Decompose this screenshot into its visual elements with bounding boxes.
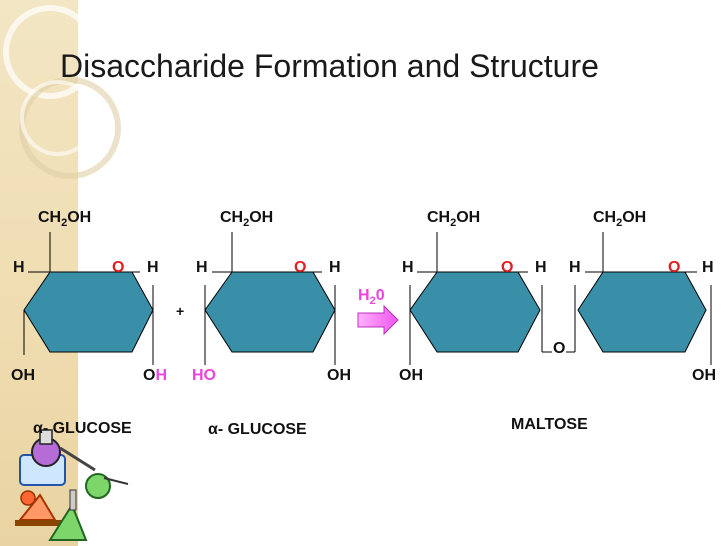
decorative-ring	[3, 5, 97, 99]
h-atom-label: H	[13, 259, 25, 276]
water-tail: 0	[375, 287, 385, 304]
ch2oh-main: CH	[38, 209, 62, 226]
oh-label: OH	[327, 367, 351, 384]
glucose-label-1: α- GLUCOSE	[33, 420, 132, 437]
maltose-ring-2	[577, 271, 707, 353]
slide-title: Disaccharide Formation and Structure	[60, 48, 599, 84]
ch2oh-tail: OH	[67, 209, 92, 226]
oh-split-h: H	[155, 367, 168, 384]
water-main: H	[358, 287, 370, 304]
ch2oh-label: CH2OH	[38, 209, 91, 229]
h-atom-label: H	[702, 259, 714, 276]
water-label: H20	[358, 287, 385, 307]
h-atom-label: H	[147, 259, 159, 276]
ch2oh-main: CH	[220, 209, 244, 226]
ch2oh-sub: 2	[61, 217, 68, 230]
plus-sign: +	[176, 303, 185, 319]
maltose-label: MALTOSE	[511, 416, 588, 433]
ch2oh-tail: OH	[622, 209, 647, 226]
decorative-ring	[20, 80, 96, 156]
maltose-ring-1	[409, 271, 541, 353]
glucose-ring-2	[204, 271, 336, 353]
ch2oh-tail: OH	[456, 209, 481, 226]
ring-oxygen-label: O	[668, 259, 681, 276]
h-atom-label: H	[569, 259, 581, 276]
h-atom-label: H	[329, 259, 341, 276]
ring-oxygen-label: O	[501, 259, 514, 276]
h-atom-label: H	[535, 259, 547, 276]
ho-label: HO	[192, 367, 216, 384]
ch2oh-main: CH	[593, 209, 617, 226]
reaction-arrow	[357, 304, 399, 336]
oh-label: OH	[399, 367, 423, 384]
lab-equipment-icon	[15, 429, 129, 541]
ring-oxygen-label: O	[112, 259, 125, 276]
ch2oh-sub: 2	[616, 217, 623, 230]
glycosidic-oxygen-label: O	[553, 340, 566, 357]
ch2oh-sub: 2	[243, 217, 250, 230]
glucose-ring-1	[23, 271, 154, 353]
oh-split-o: O	[143, 367, 156, 384]
ring-oxygen-label: O	[294, 259, 307, 276]
ch2oh-main: CH	[427, 209, 451, 226]
ch2oh-label: CH2OH	[427, 209, 480, 229]
oh-split-label: OH	[143, 367, 167, 385]
oh-label: OH	[11, 367, 35, 384]
oh-label: OH	[692, 367, 716, 384]
ch2oh-tail: OH	[249, 209, 274, 226]
glucose-label-2: α- GLUCOSE	[208, 421, 307, 438]
ch2oh-label: CH2OH	[220, 209, 273, 229]
h-atom-label: H	[196, 259, 208, 276]
ch2oh-sub: 2	[450, 217, 457, 230]
ch2oh-label: CH2OH	[593, 209, 646, 229]
water-sub: 2	[369, 295, 376, 308]
h-atom-label: H	[402, 259, 414, 276]
